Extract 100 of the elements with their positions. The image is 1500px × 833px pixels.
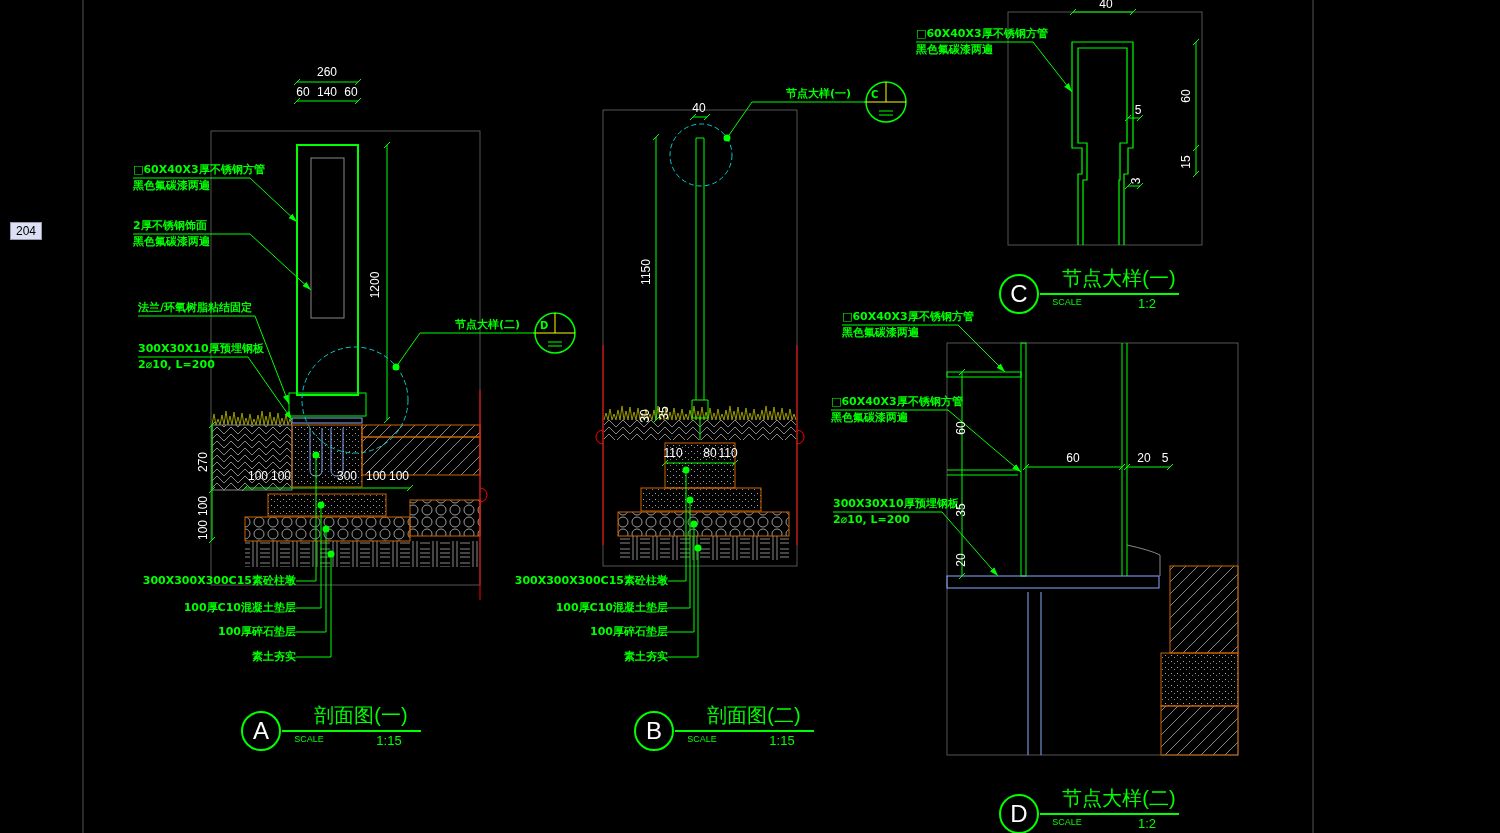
- callout-text: 节点大样(一): [786, 86, 852, 102]
- drawing-title: 剖面图(二): [707, 705, 801, 725]
- leader-text: 100厚碎石垫层: [589, 624, 668, 640]
- leader-text: □60X40X3厚不锈钢方管: [133, 162, 265, 178]
- dimension-text: 60: [1180, 89, 1192, 103]
- leader-line: [841, 324, 1006, 373]
- tube-wall: [1020, 342, 1027, 577]
- leader-text: 2⌀10, L=200: [138, 357, 216, 373]
- bubble-letter: D: [540, 319, 549, 333]
- number-tag: 204: [10, 222, 42, 240]
- detail-symbol: C: [999, 274, 1039, 314]
- gravel-layer: [244, 516, 411, 542]
- dimension-text: 5: [1161, 452, 1169, 464]
- detail-symbol: A: [241, 711, 281, 751]
- leader-text: 2厚不锈钢饰面: [133, 218, 208, 234]
- scale-label: SCALE: [1052, 297, 1082, 307]
- dimension-text: 300: [337, 470, 357, 482]
- detail-symbol: B: [634, 711, 674, 751]
- dimension-text: 110: [663, 447, 683, 459]
- scale-ratio: 1:2: [1137, 816, 1157, 830]
- leader-text: □60X40X3厚不锈钢方管: [831, 394, 963, 410]
- leader-line: [132, 233, 312, 291]
- leader-text: 黑色氟碳漆两遍: [842, 325, 920, 341]
- concrete-pier: [664, 442, 736, 489]
- leader-text: 300X30X10厚预埋钢板: [138, 341, 264, 357]
- leader-text: 黑色氟碳漆两遍: [916, 42, 994, 58]
- dimension-text: 3: [1130, 177, 1142, 185]
- leader-line: [295, 550, 335, 658]
- embedded-plate: [291, 417, 363, 424]
- leader-line: [832, 511, 999, 577]
- leader-text: 黑色氟碳漆两遍: [133, 234, 210, 250]
- dimension-text: 1200: [369, 271, 381, 299]
- drawing-title: 节点大样(二): [1062, 788, 1176, 808]
- leader-line: [137, 315, 290, 405]
- leader-line: [667, 496, 694, 609]
- dimension-text: 270: [197, 452, 209, 472]
- detail-circle: [669, 123, 733, 187]
- dimension-text: 60: [1066, 452, 1080, 464]
- leader-text: 300X300X300C15素砼柱墩: [141, 573, 296, 589]
- bubble-letter: C: [871, 88, 879, 102]
- dimension-text: 60: [296, 86, 310, 98]
- dimension-text: 60: [955, 421, 967, 435]
- leader-line: [723, 101, 787, 142]
- scale-ratio: 1:2: [1137, 296, 1157, 310]
- leader-line: [667, 466, 690, 582]
- gravel-layer: [617, 511, 790, 537]
- detail-symbol: D: [999, 794, 1039, 833]
- dimension-text: 15: [1180, 155, 1192, 169]
- leader-text: 素土夯实: [251, 649, 296, 665]
- embedded-plate: [946, 575, 1160, 589]
- dimension-text: 110: [718, 447, 738, 459]
- leader-text: 黑色氟碳漆两遍: [133, 178, 211, 194]
- leader-text: 100厚C10混凝土垫层: [554, 600, 668, 616]
- leader-line: [132, 177, 298, 223]
- steel-tube: [296, 144, 359, 396]
- dimension-text: 20: [1137, 452, 1151, 464]
- drawing-title: 剖面图(一): [314, 705, 408, 725]
- dimension-text: 30: [639, 409, 651, 423]
- callout-text: 节点大样(二): [455, 317, 521, 333]
- dimension-text: 1150: [640, 259, 652, 285]
- concrete-pier: [291, 424, 363, 488]
- dimension-text: 40: [692, 102, 706, 114]
- dimension-text: 35: [658, 406, 670, 420]
- leader-line: [295, 451, 320, 582]
- leader-line: [667, 520, 698, 633]
- soil-layer: [245, 541, 480, 567]
- leader-line: [137, 356, 293, 421]
- face-panel: [310, 157, 345, 319]
- leader-line: [392, 332, 456, 371]
- dimension-text: 40: [1099, 0, 1113, 10]
- scale-label: SCALE: [687, 734, 717, 744]
- dimension-text: 100: [197, 520, 209, 540]
- leader-line: [830, 409, 1022, 473]
- leader-line: [915, 41, 1073, 93]
- leader-text: □60X40X3厚不锈钢方管: [916, 26, 1048, 42]
- tube-rail: [946, 371, 1022, 378]
- concrete-layer: [640, 487, 762, 512]
- dimension-text: 260: [317, 66, 337, 78]
- scale-label: SCALE: [1052, 817, 1082, 827]
- dimension-text: 100: [271, 470, 291, 482]
- leader-line: [295, 525, 330, 633]
- leader-text: 素土夯实: [623, 649, 668, 665]
- leader-text: 2⌀10, L=200: [833, 512, 911, 528]
- leader-text: 100厚C10混凝土垫层: [182, 600, 296, 616]
- dimension-text: 60: [344, 86, 358, 98]
- dimension-text: 100: [389, 470, 409, 482]
- scale-label: SCALE: [294, 734, 324, 744]
- leader-line: [295, 501, 325, 609]
- leader-text: 100厚碎石垫层: [217, 624, 296, 640]
- flange-plate: [288, 392, 367, 417]
- dimension-text: 80: [703, 447, 717, 459]
- dimension-text: 100: [197, 496, 209, 516]
- dimension-text: 140: [317, 86, 337, 98]
- leader-text: □60X40X3厚不锈钢方管: [842, 309, 974, 325]
- dimension-text: 100: [366, 470, 386, 482]
- dimension-text: 20: [955, 553, 967, 567]
- leader-text: 300X300X300C15素砼柱墩: [513, 573, 668, 589]
- scale-ratio: 1:15: [376, 733, 402, 747]
- leader-text: 法兰/环氧树脂粘结固定: [138, 300, 253, 316]
- dimension-text: 100: [248, 470, 268, 482]
